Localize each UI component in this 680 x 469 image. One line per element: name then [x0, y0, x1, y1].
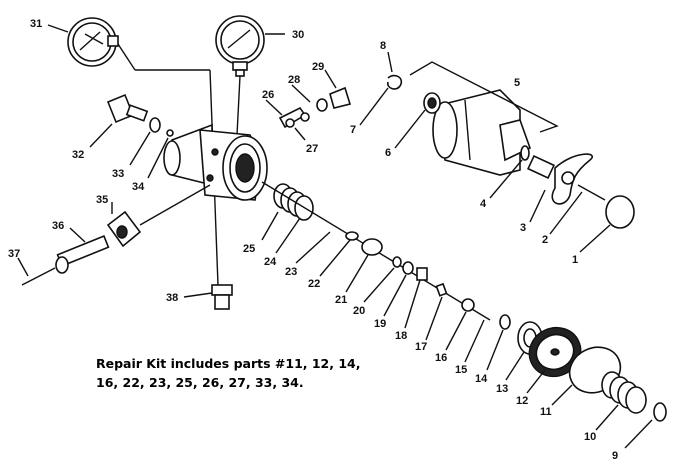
label-35: 35 — [96, 194, 108, 206]
label-32: 32 — [72, 149, 84, 161]
label-29: 29 — [312, 61, 324, 73]
label-37: 37 — [8, 248, 20, 260]
plug-29 — [329, 86, 352, 109]
label-14: 14 — [475, 373, 488, 385]
label-22: 22 — [308, 278, 320, 290]
spring-10 — [601, 371, 647, 414]
label-26: 26 — [262, 89, 274, 101]
label-30: 30 — [292, 29, 304, 41]
label-20: 20 — [353, 305, 365, 317]
label-21: 21 — [335, 294, 347, 306]
label-16: 16 — [435, 352, 447, 364]
label-2: 2 — [542, 234, 548, 246]
label-28: 28 — [288, 74, 300, 86]
leader-lines — [17, 24, 653, 449]
label-15: 15 — [455, 364, 467, 376]
label-7: 7 — [350, 124, 356, 136]
label-34: 34 — [132, 181, 145, 193]
label-38: 38 — [166, 292, 178, 304]
label-24: 24 — [264, 256, 277, 268]
label-17: 17 — [415, 341, 427, 353]
spring-25 — [273, 183, 314, 221]
label-25: 25 — [243, 243, 255, 255]
fitting-32 — [106, 93, 149, 124]
washer-9 — [653, 402, 667, 422]
label-9: 9 — [612, 450, 618, 462]
label-8: 8 — [380, 40, 386, 52]
label-10: 10 — [584, 431, 596, 443]
repair-kit-note-line-2: 16, 22, 23, 25, 26, 27, 33, 34. — [96, 375, 304, 390]
fitting-38 — [211, 284, 233, 310]
label-11: 11 — [540, 406, 552, 418]
label-4: 4 — [480, 198, 487, 210]
part-number-labels: 1 2 3 4 5 6 7 8 9 10 11 12 13 14 15 16 1… — [8, 18, 618, 462]
regulator-body — [163, 123, 268, 201]
handwheel-3 — [527, 153, 593, 205]
gauge-31 — [67, 17, 119, 67]
nut-6 — [423, 92, 441, 114]
cap-1 — [605, 195, 635, 229]
label-23: 23 — [285, 266, 297, 278]
label-18: 18 — [395, 330, 407, 342]
label-12: 12 — [516, 395, 528, 407]
label-5: 5 — [514, 77, 520, 89]
label-27: 27 — [306, 143, 318, 155]
seat-18 — [416, 267, 428, 281]
label-36: 36 — [52, 220, 64, 232]
gauge-30 — [215, 15, 265, 77]
fitting-35 — [106, 210, 142, 248]
label-3: 3 — [520, 222, 526, 234]
stem-36 — [55, 235, 110, 274]
repair-kit-note: Repair Kit includes parts #11, 12, 14, 1… — [96, 354, 366, 392]
bonnet-5 — [432, 89, 531, 176]
label-19: 19 — [374, 318, 386, 330]
repair-kit-note-line-1: Repair Kit includes parts #11, 12, 14, — [96, 356, 361, 371]
label-31: 31 — [30, 18, 42, 30]
diaphragm-12 — [528, 326, 582, 378]
label-33: 33 — [112, 168, 124, 180]
retaining-ring-7 — [386, 74, 403, 90]
label-6: 6 — [385, 147, 391, 159]
label-1: 1 — [572, 254, 578, 266]
label-13: 13 — [496, 383, 508, 395]
